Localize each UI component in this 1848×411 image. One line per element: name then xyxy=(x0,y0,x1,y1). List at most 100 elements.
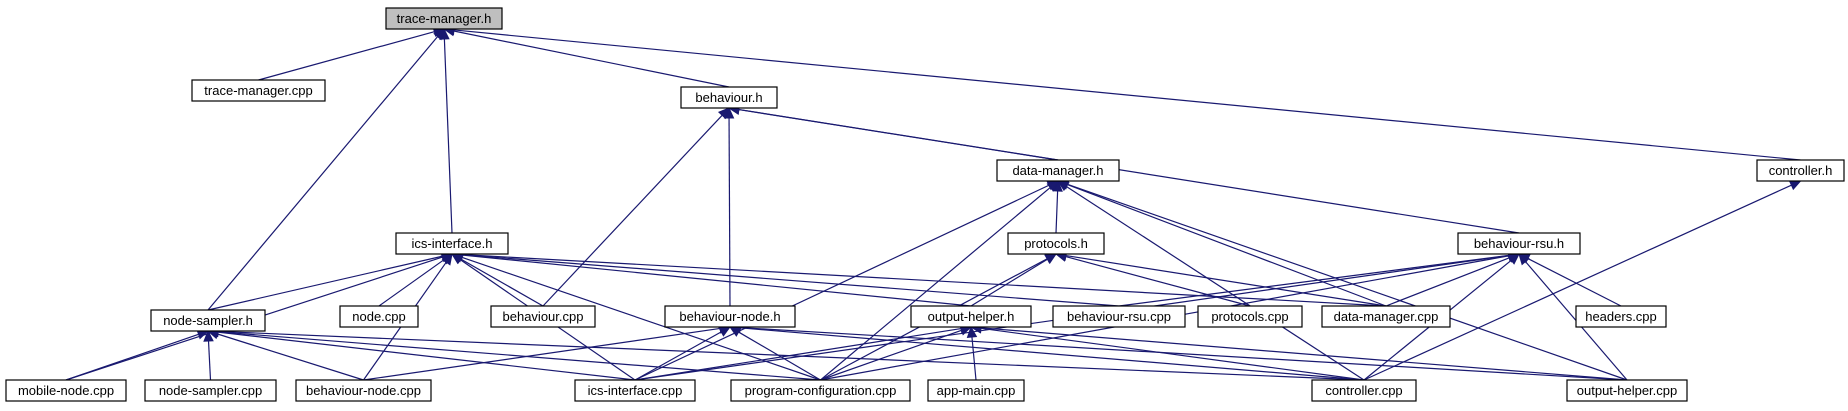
edge-line xyxy=(738,331,821,381)
node-app-main-cpp[interactable]: app-main.cpp xyxy=(927,379,1025,402)
node-headers-cpp[interactable]: headers.cpp xyxy=(1575,305,1667,328)
edge-line xyxy=(207,340,212,381)
node-box[interactable] xyxy=(1007,232,1105,255)
edge-line xyxy=(217,333,364,381)
node-behaviour-node-h[interactable]: behaviour-node.h xyxy=(664,305,796,328)
arrow-head-icon xyxy=(433,28,445,41)
node-box[interactable] xyxy=(490,305,596,328)
node-label: ics-interface.cpp xyxy=(588,383,683,398)
node-trace-manager-h[interactable]: trace-manager.h xyxy=(385,7,503,30)
node-box[interactable] xyxy=(996,159,1120,182)
arrow-head-icon xyxy=(441,253,453,266)
edge-line xyxy=(207,255,443,311)
node-box[interactable] xyxy=(1321,305,1451,328)
node-output-helper-cpp[interactable]: output-helper.cpp xyxy=(1566,379,1688,402)
node-trace-manager-cpp[interactable]: trace-manager.cpp xyxy=(191,79,326,102)
edge-line xyxy=(738,108,1520,234)
node-box[interactable] xyxy=(1457,232,1581,255)
edge-line xyxy=(970,258,1048,307)
edge-mobile_node_cpp-to-node_sampler_h xyxy=(65,329,210,381)
edge-behaviour_node_cpp-to-behaviour_node_h xyxy=(363,323,732,381)
edge-line xyxy=(443,38,453,234)
node-box[interactable] xyxy=(295,379,432,402)
arrow-head-icon xyxy=(1518,253,1530,266)
node-box[interactable] xyxy=(927,379,1025,402)
node-label: app-main.cpp xyxy=(937,383,1016,398)
node-node-sampler-h[interactable]: node-sampler.h xyxy=(150,309,266,332)
edge-line xyxy=(1066,185,1365,381)
node-box[interactable] xyxy=(339,305,419,328)
edge-line xyxy=(461,256,821,381)
node-behaviour-node-cpp[interactable]: behaviour-node.cpp xyxy=(295,379,432,402)
edge-behaviour_rsu_h-to-behaviour_h xyxy=(727,104,1520,234)
node-box[interactable] xyxy=(730,379,911,402)
edge-line xyxy=(980,327,1628,381)
edge-behaviour_rsu_cpp-to-ics_interface_h xyxy=(450,249,1120,307)
node-label: ics-interface.h xyxy=(412,236,493,251)
node-behaviour-h[interactable]: behaviour.h xyxy=(680,86,778,109)
node-box[interactable] xyxy=(680,86,778,109)
node-protocols-h[interactable]: protocols.h xyxy=(1007,232,1105,255)
node-box[interactable] xyxy=(395,232,509,255)
edge-node_sampler_cpp-to-node_sampler_h xyxy=(203,329,214,381)
edge-headers_cpp-to-behaviour_rsu_h xyxy=(1517,253,1622,307)
edge-line xyxy=(971,336,977,381)
node-behaviour-cpp[interactable]: behaviour.cpp xyxy=(490,305,596,328)
edge-controller_cpp-to-node_sampler_h xyxy=(206,326,1365,381)
node-program-configuration-cpp[interactable]: program-configuration.cpp xyxy=(730,379,911,402)
node-label: output-helper.cpp xyxy=(1577,383,1677,398)
edge-node_sampler_h-to-trace_manager_h xyxy=(207,28,445,311)
edge-line xyxy=(1118,254,1510,307)
node-box[interactable] xyxy=(5,379,127,402)
edge-line xyxy=(634,327,962,381)
node-node-cpp[interactable]: node.cpp xyxy=(339,305,419,328)
node-label: headers.cpp xyxy=(1585,309,1657,324)
node-box[interactable] xyxy=(1197,305,1303,328)
node-box[interactable] xyxy=(1052,305,1186,328)
node-box[interactable] xyxy=(1575,305,1667,328)
edge-line xyxy=(461,254,972,307)
edge-behaviour_h-to-trace_manager_h xyxy=(442,25,730,88)
node-box[interactable] xyxy=(574,379,696,402)
node-behaviour-rsu-h[interactable]: behaviour-rsu.h xyxy=(1457,232,1581,255)
node-protocols-cpp[interactable]: protocols.cpp xyxy=(1197,305,1303,328)
edge-app_main_cpp-to-output_helper_h xyxy=(966,325,978,381)
node-label: protocols.h xyxy=(1024,236,1088,251)
node-box[interactable] xyxy=(1756,159,1845,182)
node-box[interactable] xyxy=(144,379,277,402)
node-mobile-node-cpp[interactable]: mobile-node.cpp xyxy=(5,379,127,402)
arrow-head-icon xyxy=(1046,180,1059,192)
node-controller-cpp[interactable]: controller.cpp xyxy=(1311,379,1417,402)
node-box[interactable] xyxy=(1566,379,1688,402)
edge-line xyxy=(739,327,1365,381)
node-output-helper-h[interactable]: output-helper.h xyxy=(910,305,1032,328)
node-data-manager-cpp[interactable]: data-manager.cpp xyxy=(1321,305,1451,328)
edge-line xyxy=(363,327,721,381)
edge-line xyxy=(542,114,723,307)
node-box[interactable] xyxy=(1311,379,1417,402)
node-controller-h[interactable]: controller.h xyxy=(1756,159,1845,182)
node-behaviour-rsu-cpp[interactable]: behaviour-rsu.cpp xyxy=(1052,305,1186,328)
node-label: trace-manager.h xyxy=(397,11,492,26)
edge-line xyxy=(1065,254,1387,307)
arrow-head-icon xyxy=(966,325,978,338)
node-ics-interface-cpp[interactable]: ics-interface.cpp xyxy=(574,379,696,402)
node-box[interactable] xyxy=(150,309,266,332)
edge-line xyxy=(258,31,435,81)
node-box[interactable] xyxy=(385,7,503,30)
edge-line xyxy=(1363,184,1792,381)
edge-controller_cpp-to-behaviour_node_h xyxy=(728,322,1365,381)
node-ics-interface-h[interactable]: ics-interface.h xyxy=(395,232,509,255)
node-label: trace-manager.cpp xyxy=(204,83,312,98)
node-label: behaviour-node.cpp xyxy=(306,383,421,398)
node-label: program-configuration.cpp xyxy=(745,383,897,398)
node-box[interactable] xyxy=(910,305,1032,328)
node-data-manager-h[interactable]: data-manager.h xyxy=(996,159,1120,182)
node-node-sampler-cpp[interactable]: node-sampler.cpp xyxy=(144,379,277,402)
node-box[interactable] xyxy=(191,79,326,102)
node-box[interactable] xyxy=(664,305,796,328)
node-label: behaviour-node.h xyxy=(679,309,780,324)
edge-line xyxy=(1385,257,1510,307)
edge-output_helper_cpp-to-data_manager_h xyxy=(1056,179,1628,381)
edge-line xyxy=(634,331,722,381)
